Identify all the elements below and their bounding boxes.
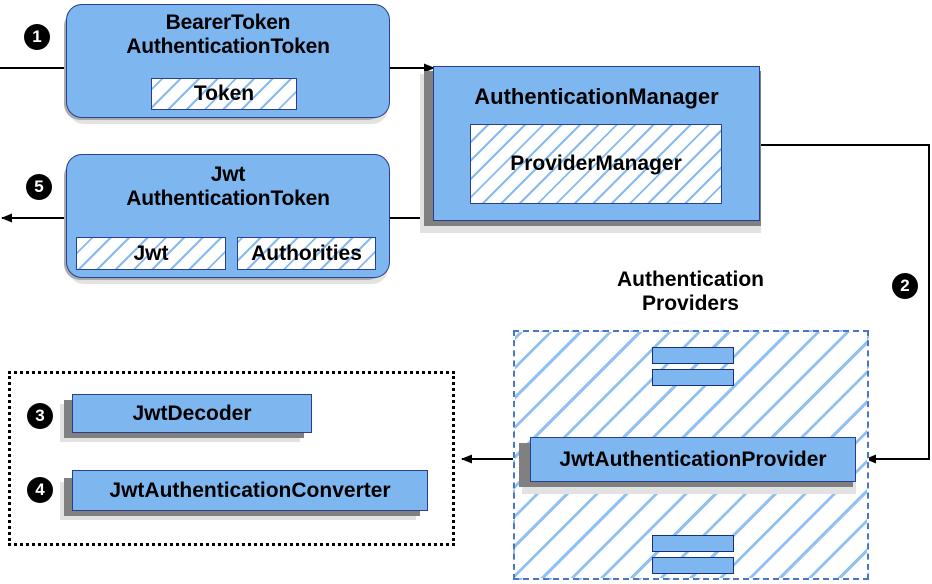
jwt-token-inner-jwt-label: Jwt xyxy=(133,241,169,265)
node-provider-manager[interactable]: ProviderManager xyxy=(470,124,722,204)
provider-stack-bar-bottom-1 xyxy=(652,535,734,552)
provider-stack-bar-bottom-2 xyxy=(652,557,734,574)
provider-stack-bar-top-1 xyxy=(652,347,734,364)
marker-step-1: 1 xyxy=(24,24,50,50)
jwt-authentication-converter-label: JwtAuthenticationConverter xyxy=(109,478,391,502)
provider-manager-label: ProviderManager xyxy=(510,152,682,175)
providers-caption-line1: Authentication xyxy=(617,268,764,291)
node-bearer-token-authentication-token[interactable]: BearerToken AuthenticationToken xyxy=(66,4,390,118)
marker-step-3: 3 xyxy=(27,403,53,429)
authentication-providers-caption: Authentication Providers xyxy=(573,268,808,316)
node-jwt-authentication-provider[interactable]: JwtAuthenticationProvider xyxy=(530,437,856,482)
jwt-token-title-line2: AuthenticationToken xyxy=(126,186,330,210)
marker-step-2-label: 2 xyxy=(900,276,910,295)
bearer-token-title-line2: AuthenticationToken xyxy=(126,34,330,58)
providers-caption-line2: Providers xyxy=(642,292,739,316)
arrow-manager-to-provider xyxy=(760,144,930,464)
jwt-authentication-provider-label: JwtAuthenticationProvider xyxy=(559,447,827,471)
jwt-support-components-region xyxy=(8,371,455,546)
marker-step-4-label: 4 xyxy=(35,480,45,499)
marker-step-1-label: 1 xyxy=(32,27,42,46)
node-jwt-token-inner-jwt[interactable]: Jwt xyxy=(76,237,226,270)
marker-step-4: 4 xyxy=(27,477,53,503)
node-jwt-token-inner-authorities[interactable]: Authorities xyxy=(237,237,376,270)
jwt-token-title-line1: Jwt xyxy=(210,163,246,186)
node-jwt-authentication-converter[interactable]: JwtAuthenticationConverter xyxy=(72,470,428,511)
authentication-manager-label: AuthenticationManager xyxy=(474,84,719,109)
bearer-token-title-line1: BearerToken xyxy=(165,11,291,34)
jwt-token-inner-authorities-label: Authorities xyxy=(251,241,362,265)
node-bearer-token-inner-token[interactable]: Token xyxy=(151,78,297,110)
provider-stack-bar-top-2 xyxy=(652,369,734,386)
marker-step-5-label: 5 xyxy=(34,177,44,196)
node-jwt-decoder[interactable]: JwtDecoder xyxy=(72,394,312,433)
marker-step-3-label: 3 xyxy=(35,406,45,425)
bearer-token-inner-label: Token xyxy=(193,82,255,105)
marker-step-5: 5 xyxy=(26,174,52,200)
jwt-decoder-label: JwtDecoder xyxy=(132,401,252,425)
marker-step-2: 2 xyxy=(892,273,918,299)
